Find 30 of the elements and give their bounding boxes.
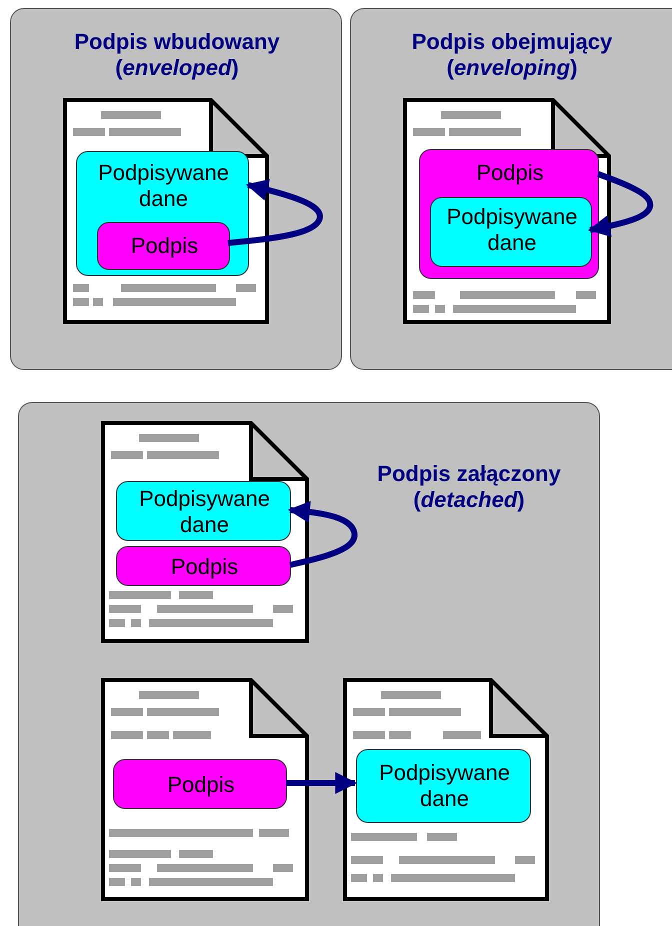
data-box [76,151,249,276]
panel-title: Podpis wbudowany (enveloped) [73,29,281,81]
section-panel [10,8,342,370]
box-label: Podpis [130,233,200,259]
document-page [101,421,309,643]
document-page [343,678,549,901]
box-label: Podpisywane dane [378,760,511,812]
arrow [286,772,358,794]
signature-box [113,759,287,809]
document-page [63,98,269,324]
document-page [101,678,309,901]
signature-box [116,546,291,586]
section-panel [350,8,672,370]
panel-title: Podpis załączony (detached) [376,461,562,513]
signature-box [97,222,230,270]
data-box [356,749,531,823]
box-label: Podpisywane dane [138,486,271,538]
panel-title: Podpis obejmujący (enveloping) [410,29,614,81]
data-box [116,481,291,541]
box-label: Podpisywane dane [446,204,578,256]
box-label: Podpis [475,160,545,186]
signature-box [419,149,599,279]
box-label: Podpis [170,554,240,580]
section-panel [18,402,600,926]
arrow [288,500,358,568]
box-label: Podpis [166,772,236,798]
data-box [430,197,592,267]
document-page [403,98,611,324]
box-label: Podpisywane dane [97,160,230,212]
arrow [588,171,654,237]
